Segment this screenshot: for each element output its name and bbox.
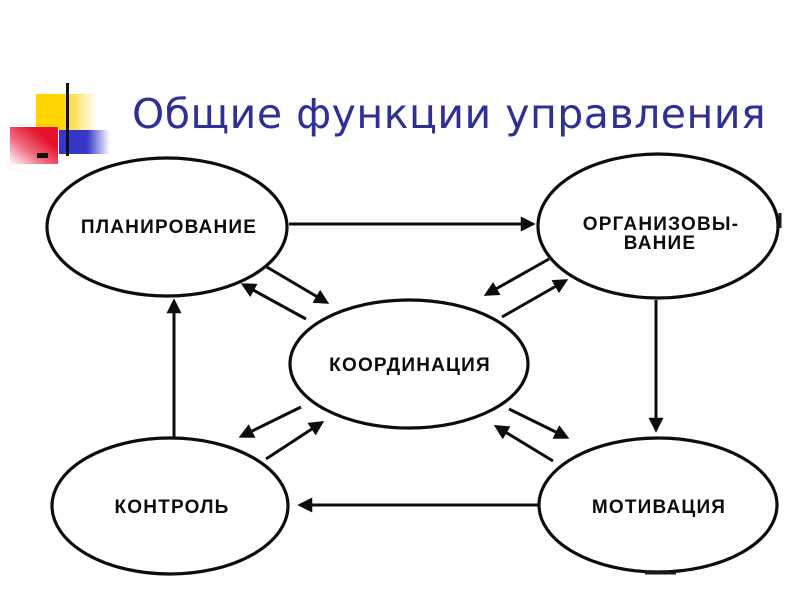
arrow-coordination-to-planning — [240, 283, 307, 321]
node-motivation-label: МОТИВАЦИЯ — [592, 497, 726, 518]
node-planning-label: ПЛАНИРОВАНИЕ — [81, 217, 257, 238]
arrow-coordination-to-organizing — [501, 279, 569, 319]
arrow-coordination-to-control — [238, 405, 302, 438]
node-control-label: КОНТРОЛЬ — [114, 497, 229, 518]
node-organizing-ellipse — [536, 152, 780, 300]
node-coordination-ellipse — [288, 298, 530, 430]
node-organizing-label-line1: ОРГАНИЗОВЫ- — [583, 214, 739, 235]
node-control-ellipse — [50, 436, 290, 576]
arrow-motivation-to-coordination — [493, 425, 554, 463]
node-organizing-label-line2: ВАНИЕ — [624, 233, 697, 254]
decoration-vertical-line — [66, 83, 69, 156]
decoration-red-square — [10, 127, 58, 164]
slide-title: Общие функции управления — [132, 90, 767, 138]
node-coordination-label: КООРДИНАЦИЯ — [329, 355, 491, 376]
arrow-coordination-to-motivation — [508, 407, 570, 439]
node-planning-ellipse — [45, 156, 289, 298]
arrow-control-to-coordination — [265, 420, 325, 461]
decoration-black-dash — [37, 153, 48, 158]
arrow-planning-to-coordination — [259, 261, 330, 304]
arrow-organizing-to-coordination — [483, 257, 550, 296]
